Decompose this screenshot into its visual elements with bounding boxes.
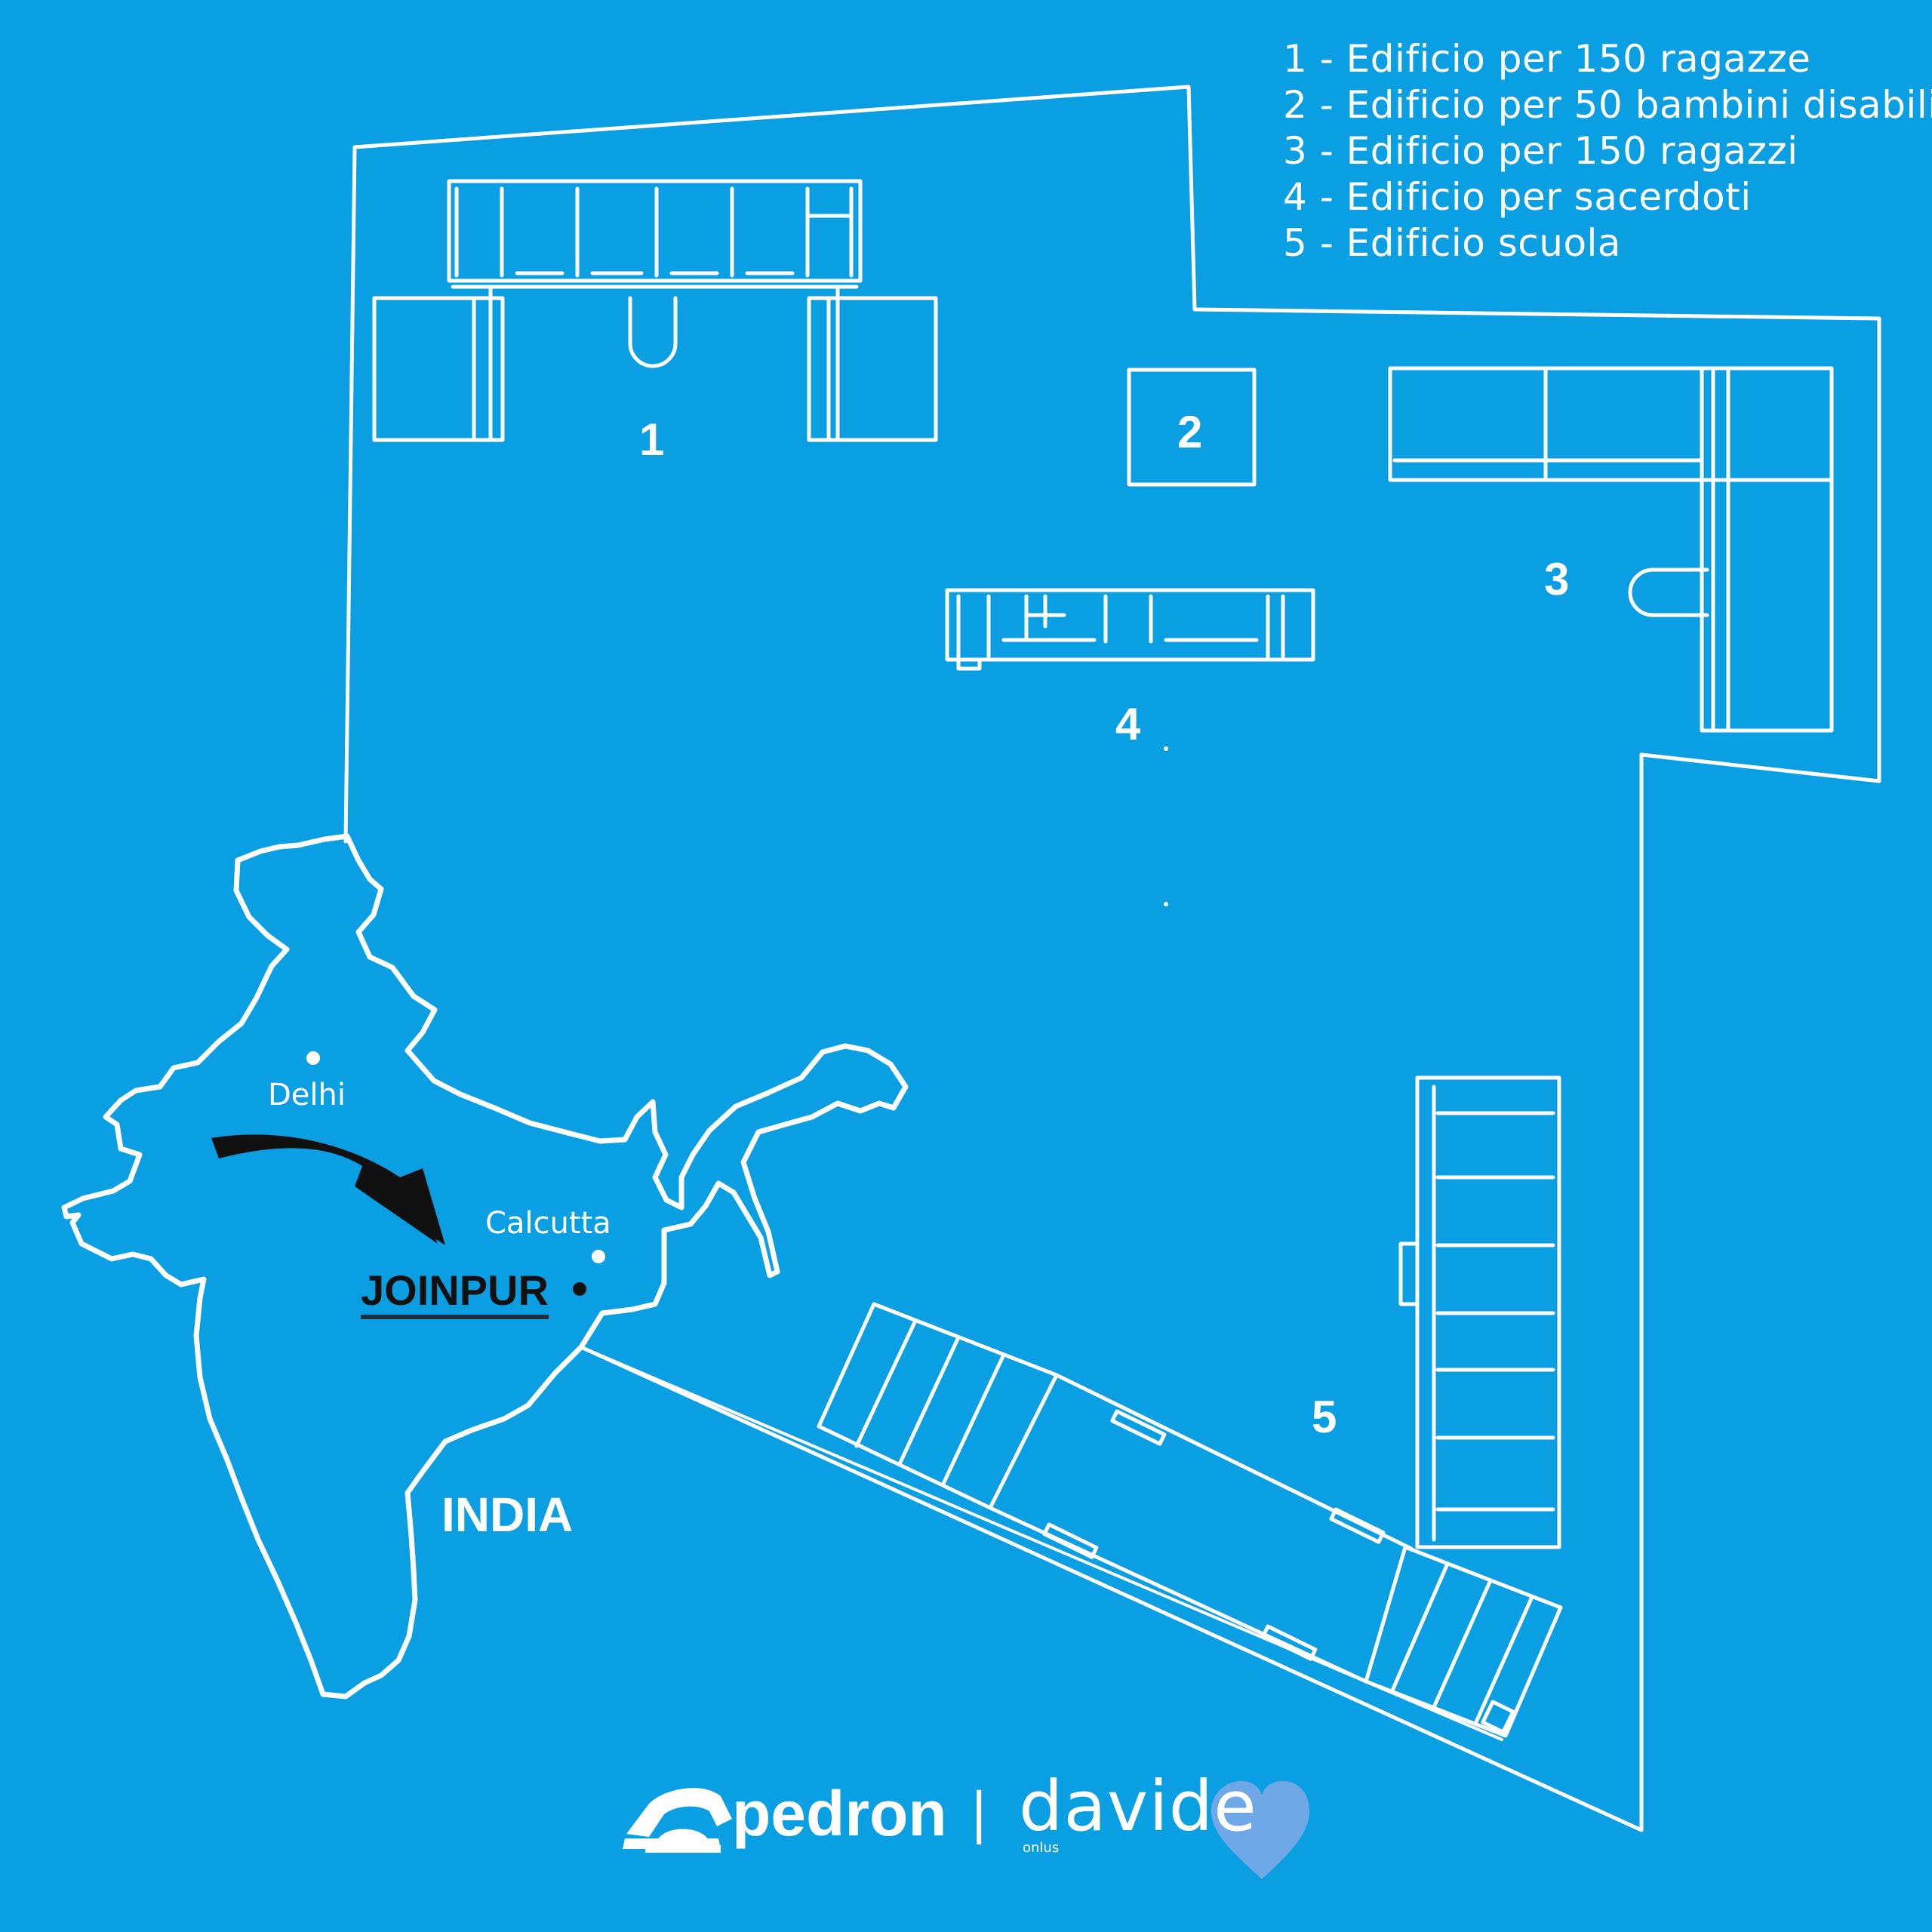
building-1-outline bbox=[372, 179, 938, 442]
city-label-calcutta: Calcutta bbox=[485, 1206, 611, 1241]
curved-arrow-icon bbox=[211, 1134, 445, 1245]
building-3-outline bbox=[1388, 366, 1834, 733]
country-label: INDIA bbox=[441, 1487, 574, 1542]
map-dot bbox=[1164, 746, 1168, 751]
building-3-label: 3 bbox=[1544, 554, 1570, 605]
building-5-diagonal-outline bbox=[817, 1302, 1563, 1738]
davide-logo: davide bbox=[1019, 1766, 1257, 1847]
city-label-joinpur: JOINPUR bbox=[361, 1268, 549, 1319]
delhi-dot bbox=[306, 1051, 320, 1065]
joinpur-dot bbox=[573, 1282, 586, 1296]
city-label-delhi: Delhi bbox=[268, 1078, 346, 1112]
building-1-label: 1 bbox=[639, 414, 665, 465]
pedron-logo: pedron bbox=[732, 1778, 947, 1849]
pedron-logo-icon bbox=[623, 1788, 732, 1853]
legend-item: 3 - Edificio per 150 ragazzi bbox=[1283, 129, 1798, 173]
legend-item: 1 - Edificio per 150 ragazze bbox=[1283, 37, 1811, 81]
legend-item: 5 - Edificio scuola bbox=[1283, 221, 1622, 265]
footer-separator: | bbox=[970, 1781, 989, 1844]
building-4-label: 4 bbox=[1115, 699, 1141, 749]
building-legend: 1 - Edificio per 150 ragazze 2 - Edifici… bbox=[1283, 36, 1932, 266]
building-5-outline bbox=[1398, 1075, 1561, 1549]
building-4-outline bbox=[945, 588, 1315, 671]
building-2-outline bbox=[1127, 368, 1257, 487]
india-to-site-line bbox=[580, 1346, 1503, 1741]
heart-icon bbox=[1211, 1781, 1309, 1879]
legend-item: 2 - Edificio per 50 bambini disabili bbox=[1283, 83, 1932, 127]
building-2-label: 2 bbox=[1177, 407, 1203, 457]
calcutta-dot bbox=[592, 1250, 605, 1263]
map-dot bbox=[1164, 902, 1168, 906]
davide-onlus-label: onlus bbox=[1023, 1840, 1060, 1856]
building-5-label: 5 bbox=[1312, 1392, 1337, 1442]
site-boundary bbox=[343, 85, 1881, 1832]
india-outline bbox=[61, 833, 909, 1700]
legend-item: 4 - Edificio per sacerdoti bbox=[1283, 175, 1752, 219]
